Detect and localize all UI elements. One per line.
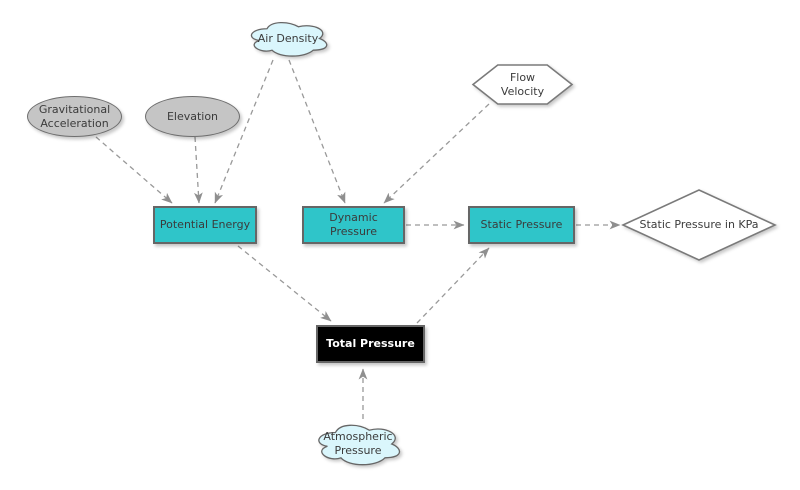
node-gravitational-acceleration[interactable]: Gravitational Acceleration [27,96,122,137]
node-label: Static Pressure [480,218,563,232]
node-label: Atmospheric Pressure [323,430,393,457]
edge-potential-energy-to-total-pressure [237,245,332,322]
cloud-shape [318,424,400,466]
diamond-shape [621,189,777,261]
node-label: Static Pressure in KPa [639,218,759,232]
edge-total-pressure-to-static-pressure [416,247,490,324]
node-static-pressure-in-kpa[interactable]: Static Pressure in KPa [621,188,777,262]
node-total-pressure[interactable]: Total Pressure [316,325,425,363]
node-static-pressure[interactable]: Static Pressure [468,206,575,244]
node-elevation[interactable]: Elevation [145,96,240,137]
edge-elevation-to-potential-energy [193,136,203,204]
node-label: Elevation [166,109,219,123]
edge-air-density-to-dynamic-pressure [288,59,346,204]
node-flow-velocity[interactable]: Flow Velocity [471,63,574,106]
edge-gravitational-acceleration-to-potential-energy [95,136,173,204]
node-air-density[interactable]: Air Density [244,17,332,60]
node-label: Air Density [257,31,319,45]
node-label: Dynamic Pressure [329,211,378,238]
node-dynamic-pressure[interactable]: Dynamic Pressure [302,206,405,244]
edge-air-density-to-potential-energy [214,59,274,204]
node-label: Gravitational Acceleration [38,102,111,130]
node-atmospheric-pressure[interactable]: Atmospheric Pressure [311,419,405,469]
cloud-shape [250,22,328,57]
hexagon-shape [471,64,574,105]
node-label: Flow Velocity [500,70,545,98]
node-label: Total Pressure [326,337,415,351]
node-label: Potential Energy [159,218,251,232]
edge-flow-velocity-to-dynamic-pressure [383,103,490,204]
node-potential-energy[interactable]: Potential Energy [153,206,257,244]
